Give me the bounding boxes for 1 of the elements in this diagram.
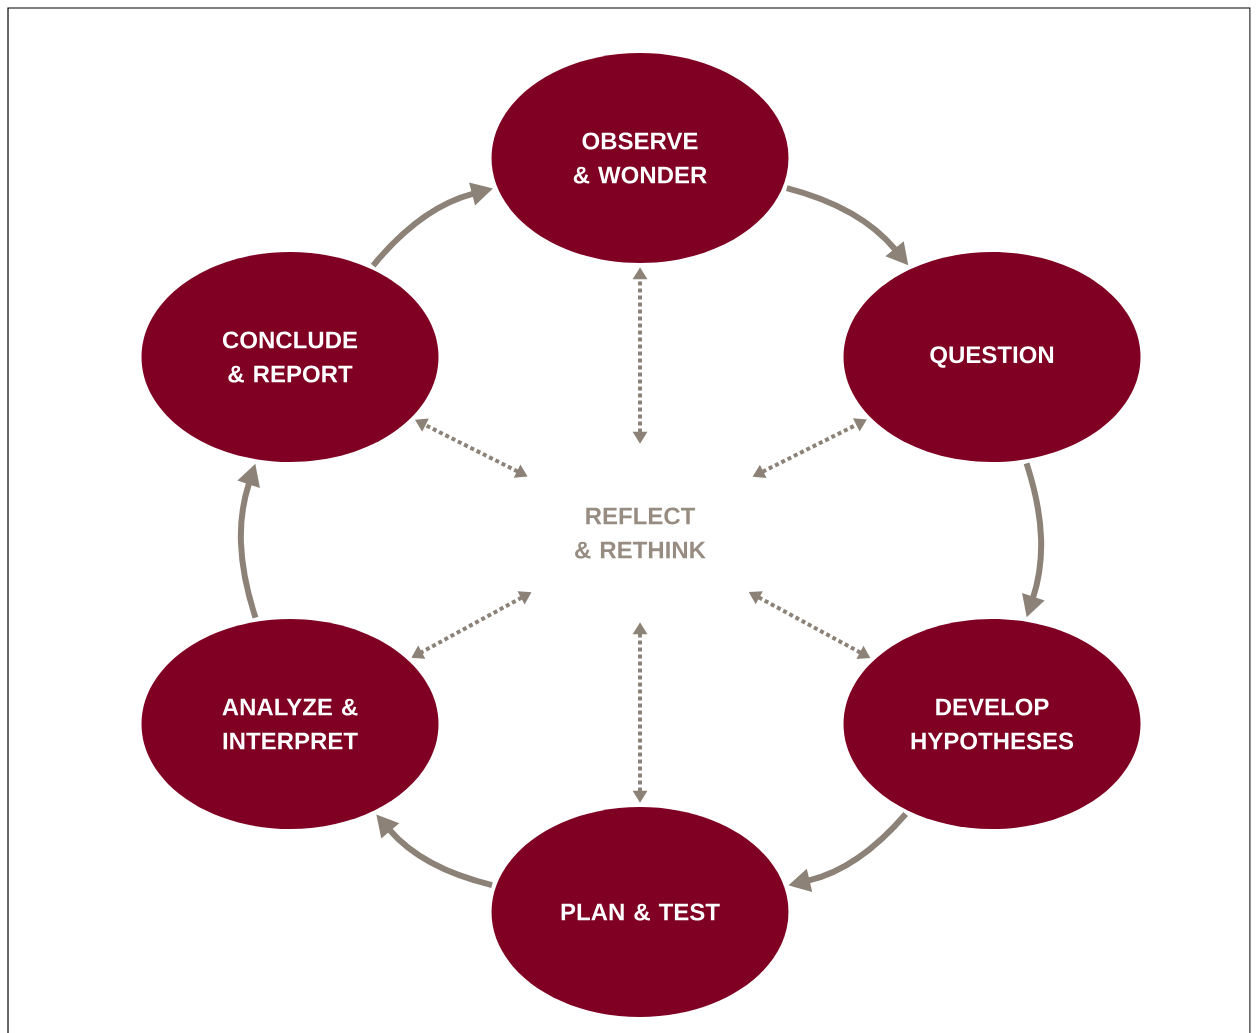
center-label: REFLECT & RETHINK — [575, 507, 706, 559]
